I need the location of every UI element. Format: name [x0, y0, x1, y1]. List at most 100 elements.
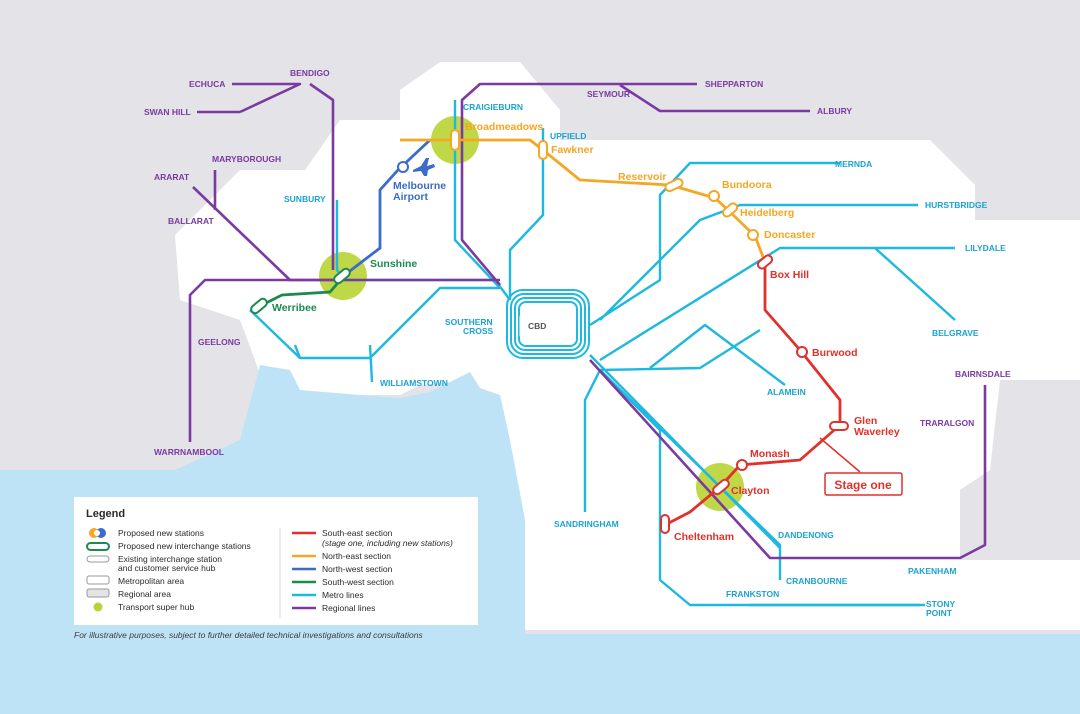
- bairnsdale-label: BAIRNSDALE: [955, 369, 1011, 379]
- fawkner-marker: [538, 140, 548, 160]
- regional-line-bendigo: [232, 82, 335, 270]
- williamstown-label: WILLIAMSTOWN: [380, 378, 448, 388]
- cbd-label: CBD: [528, 321, 546, 331]
- legend-metro-lines: Metro lines: [322, 590, 364, 600]
- srl-north-west-section: [341, 138, 431, 279]
- legend: Legend Proposed new stations Proposed ne…: [74, 497, 478, 625]
- fawkner-label: Fawkner: [551, 144, 594, 156]
- legend-north-west-section: North-west section: [322, 564, 393, 574]
- sunbury-label: SUNBURY: [284, 194, 326, 204]
- clayton-marker: [712, 478, 730, 496]
- metro-line-lilydale: [599, 246, 955, 362]
- bendigo-label: BENDIGO: [290, 68, 330, 78]
- footnote: For illustrative purposes, subject to fu…: [74, 630, 423, 640]
- clayton-label: Clayton: [731, 485, 770, 497]
- legend-box: [74, 497, 478, 625]
- warrnambool-label: WARRNAMBOOL: [154, 447, 224, 457]
- cbd-box: [519, 313, 557, 339]
- seymour-label: SEYMOUR: [587, 89, 630, 99]
- box-hill-label: Box Hill: [770, 269, 809, 281]
- srl-south-east-section: [664, 262, 842, 527]
- melbourne-airport-label-1: Melbourne: [393, 180, 446, 192]
- broadmeadows-label: Broadmeadows: [465, 121, 543, 133]
- craigieburn-label: CRAIGIEBURN: [463, 102, 523, 112]
- legend-interchange-swatch: [86, 542, 110, 551]
- srl-north-east-section: [400, 138, 767, 263]
- traralgon-label: TRARALGON: [920, 418, 974, 428]
- ballarat-label: BALLARAT: [168, 216, 214, 226]
- regional-lines: [188, 82, 987, 560]
- legend-interchange-stations: Proposed new interchange stations: [118, 541, 251, 551]
- stony-point-label-2: POINT: [926, 608, 953, 618]
- burwood-marker: [796, 346, 808, 358]
- legend-proposed-station-swatch: [89, 528, 106, 538]
- srl-south-west-section: [257, 276, 345, 309]
- werribee-label: Werribee: [272, 302, 317, 314]
- mernda-label: MERNDA: [835, 159, 872, 169]
- city-loop-track-3: [514, 297, 582, 351]
- doncaster-marker: [747, 229, 759, 241]
- hurstbridge-label: HURSTBRIDGE: [925, 200, 988, 210]
- legend-proposed-stations: Proposed new stations: [118, 528, 204, 538]
- lilydale-label: LILYDALE: [965, 243, 1006, 253]
- broadmeadows-marker: [450, 129, 460, 151]
- upfield-label: UPFIELD: [550, 131, 586, 141]
- box-hill-marker: [756, 254, 774, 270]
- legend-customer-service-hub: and customer service hub: [118, 563, 216, 573]
- reservoir-marker: [664, 177, 684, 193]
- metro-line-alamein-link: [599, 328, 761, 372]
- stage-one-box: [824, 472, 903, 496]
- glen-waverley-label-1: Glen: [854, 415, 877, 427]
- legend-regional-area: Regional area: [118, 589, 171, 599]
- legend-title: Legend: [86, 508, 125, 520]
- stony-point-label-1: STONY: [926, 599, 955, 609]
- metro-line-loop-west: [249, 309, 301, 359]
- metro-line-alamein: [649, 323, 786, 386]
- melbourne-airport-label-2: Airport: [393, 191, 429, 203]
- metro-labels: CRAIGIEBURN UPFIELD SUNBURY MERNDA HURST…: [284, 102, 1006, 618]
- burwood-label: Burwood: [812, 347, 858, 359]
- bundoora-marker: [708, 190, 720, 202]
- airplane-icon: [413, 158, 435, 176]
- metro-line-upfield: [508, 128, 545, 300]
- glen-waverley-label-2: Waverley: [854, 426, 900, 438]
- legend-transport-super-hub: Transport super hub: [118, 602, 194, 612]
- metro-line-cranbourne: [599, 369, 782, 580]
- station-markers: [250, 129, 849, 534]
- heidelberg-marker: [721, 202, 739, 218]
- southern-cross-label-1: SOUTHERN: [445, 317, 493, 327]
- regional-line-gippsland: [589, 359, 987, 560]
- srl-labels: Broadmeadows Fawkner Reservoir Bundoora …: [272, 121, 900, 543]
- city-loop-track-2: [510, 293, 586, 355]
- albury-label: ALBURY: [817, 106, 852, 116]
- legend-super-hub-swatch: [93, 602, 103, 612]
- stage-one-label: Stage one: [834, 478, 892, 492]
- legend-south-west-section: South-west section: [322, 577, 394, 587]
- legend-existing-interchange-swatch: [86, 555, 110, 563]
- legend-north-east-section: North-east section: [322, 551, 391, 561]
- city-loop: [506, 289, 590, 359]
- legend-metro-area-swatch: [86, 575, 110, 585]
- heidelberg-label: Heidelberg: [740, 207, 794, 219]
- monash-label: Monash: [750, 448, 790, 460]
- cranbourne-label: CRANBOURNE: [786, 576, 848, 586]
- melbourne-airport-marker: [397, 161, 409, 173]
- echuca-label: ECHUCA: [189, 79, 225, 89]
- alamein-label: ALAMEIN: [767, 387, 806, 397]
- sunshine-marker: [333, 267, 351, 285]
- shepparton-label: SHEPPARTON: [705, 79, 763, 89]
- ararat-label: ARARAT: [154, 172, 190, 182]
- southern-cross-label-2: CROSS: [463, 326, 494, 336]
- regional-line-albury: [619, 83, 810, 113]
- regional-line-geelong: [188, 278, 340, 442]
- regional-labels: ECHUCA BENDIGO SWAN HILL MARYBOROUGH ARA…: [144, 68, 1011, 457]
- legend-metropolitan-area: Metropolitan area: [118, 576, 184, 586]
- doncaster-label: Doncaster: [764, 229, 815, 241]
- legend-regional-lines: Regional lines: [322, 603, 375, 613]
- city-loop-track-1: [506, 289, 590, 359]
- cheltenham-label: Cheltenham: [674, 531, 734, 543]
- city-loop-track-4: [518, 301, 578, 347]
- port-phillip-bay: [0, 365, 1080, 714]
- legend-south-east-section: South-east section: [322, 528, 393, 538]
